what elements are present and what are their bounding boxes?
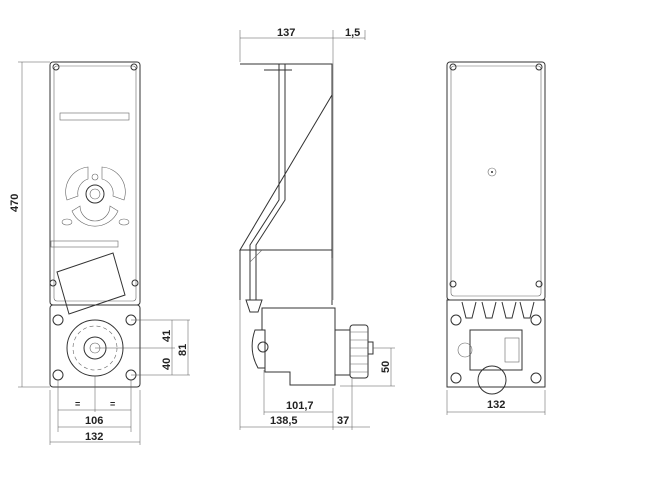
- dim-81: 81: [177, 344, 189, 356]
- dim-width-132: 132: [85, 431, 103, 443]
- dim-pinion-height-50: 50: [380, 361, 392, 373]
- front-dimensions: 470 = = 106 132 41 40 81: [9, 61, 190, 445]
- dim-total-depth-138-5: 138,5: [270, 415, 298, 427]
- rear-dimensions: 132: [446, 390, 546, 415]
- dim-height-470: 470: [9, 194, 21, 212]
- dim-pinion-37: 37: [337, 415, 349, 427]
- dim-depth-137: 137: [277, 27, 295, 39]
- equal-mark-left: =: [75, 399, 80, 409]
- dim-hole-spacing-106: 106: [85, 415, 103, 427]
- dim-40: 40: [161, 358, 173, 370]
- rear-view: [446, 61, 546, 395]
- dim-gearbox-101-7: 101,7: [286, 400, 314, 412]
- front-view: [49, 61, 141, 388]
- dim-offset-1-5: 1,5: [345, 27, 360, 39]
- equal-mark-right: =: [110, 399, 115, 409]
- dim-41: 41: [161, 330, 173, 342]
- side-view: [239, 63, 374, 386]
- dim-rear-width-132: 132: [487, 399, 505, 411]
- side-dimensions: 137 1,5 101,7 138,5 37 50: [239, 27, 395, 430]
